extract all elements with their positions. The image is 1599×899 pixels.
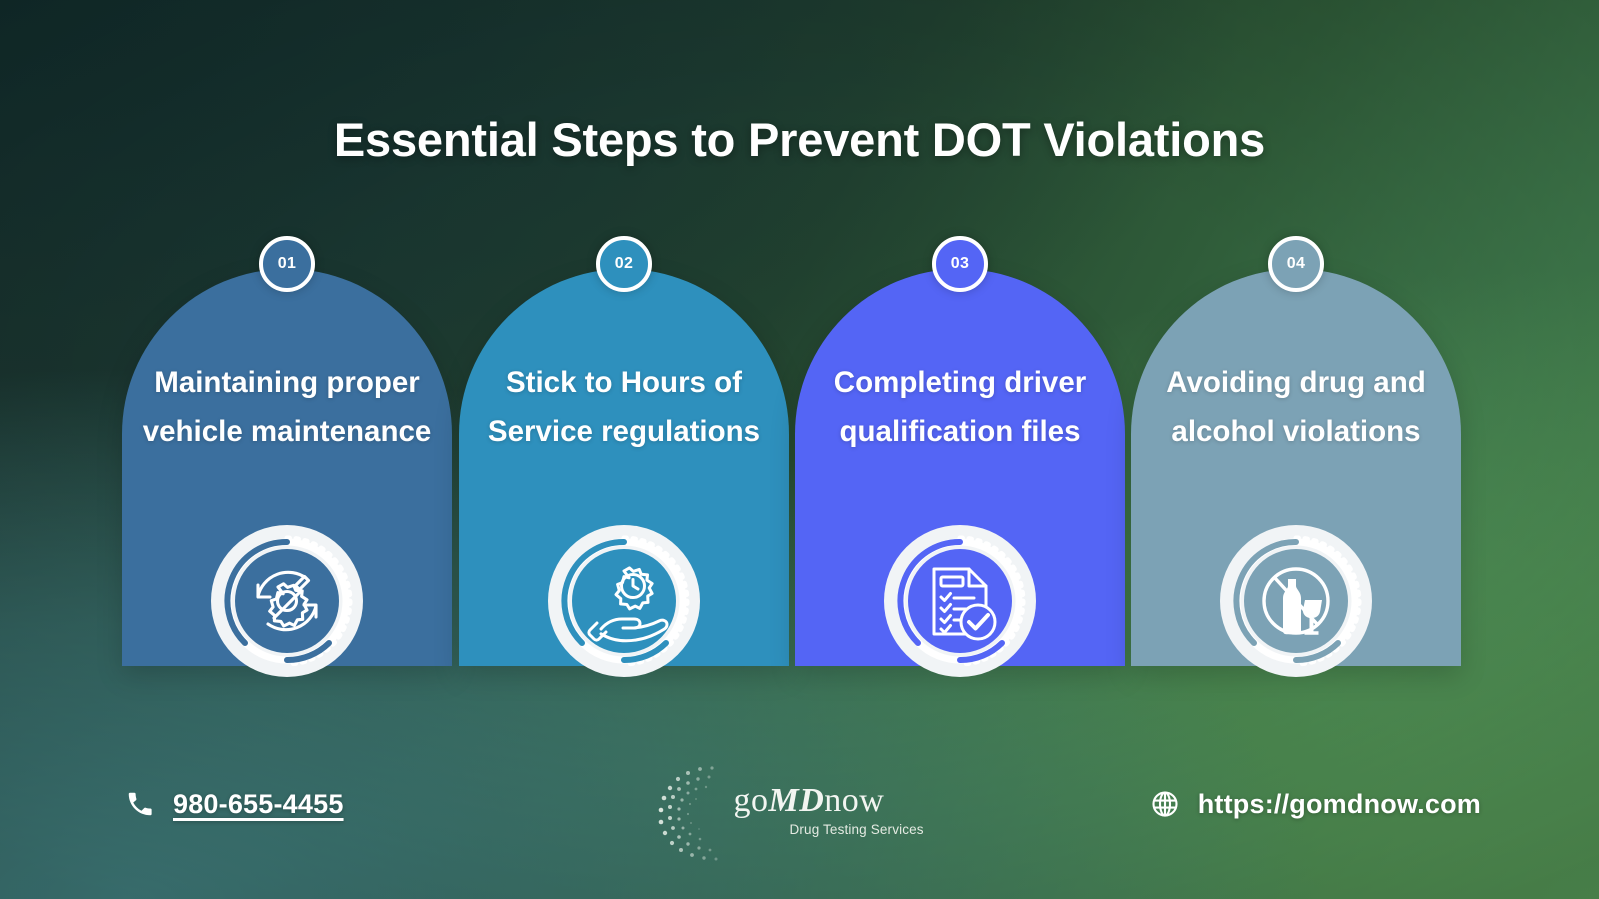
checklist-approved-icon	[881, 522, 1039, 680]
step-card-3[interactable]: 03 Completing driver qualification files	[795, 236, 1125, 677]
footer: 980-655-4455	[0, 752, 1599, 872]
step-badge-3: 03	[932, 236, 988, 292]
phone-contact[interactable]: 980-655-4455	[124, 788, 344, 820]
step-badge-1-number: 01	[277, 255, 297, 272]
step-card-1-text: Maintaining proper vehicle maintenance	[142, 366, 432, 449]
gear-wrench-icon	[208, 522, 366, 680]
logo-word-accent: MD	[768, 782, 825, 819]
step-card-4-text: Avoiding drug and alcohol violations	[1166, 366, 1426, 449]
website-contact[interactable]: https://gomdnow.com	[1149, 788, 1481, 820]
website-url[interactable]: https://gomdnow.com	[1197, 788, 1481, 819]
step-badge-3-number: 03	[950, 255, 970, 272]
hand-gear-clock-icon	[545, 522, 703, 680]
step-badge-2: 02	[596, 236, 652, 292]
logo-wordmark: goMDnow	[734, 782, 885, 820]
no-alcohol-icon	[1217, 522, 1375, 680]
step-card-4[interactable]: 04 Avoiding drug and alcohol violations	[1131, 236, 1461, 677]
logo-word-suffix: now	[824, 782, 885, 819]
logo-dot-arc	[658, 766, 717, 861]
logo-tagline: Drug Testing Services	[789, 822, 924, 837]
company-logo: goMDnow Drug Testing Services	[650, 760, 950, 868]
phone-icon	[124, 788, 156, 820]
page-title: Essential Steps to Prevent DOT Violation…	[333, 113, 1266, 166]
step-badge-2-number: 02	[614, 255, 634, 272]
step-card-3-text: Completing driver qualification files	[833, 366, 1087, 449]
logo-word-prefix: go	[733, 782, 769, 819]
step-badge-4: 04	[1268, 236, 1324, 292]
step-card-2[interactable]: 02 Stick to Hours of Service regulations	[459, 236, 789, 677]
step-badge-1: 01	[259, 236, 315, 292]
step-card-1[interactable]: 01 Maintaining proper vehicle maintenanc…	[122, 236, 452, 677]
globe-icon	[1149, 788, 1181, 820]
steps-row: 01 Maintaining proper vehicle maintenanc…	[0, 236, 1599, 677]
phone-number[interactable]: 980-655-4455	[173, 788, 344, 819]
step-badge-4-number: 04	[1286, 255, 1306, 272]
step-card-2-text: Stick to Hours of Service regulations	[487, 366, 761, 449]
